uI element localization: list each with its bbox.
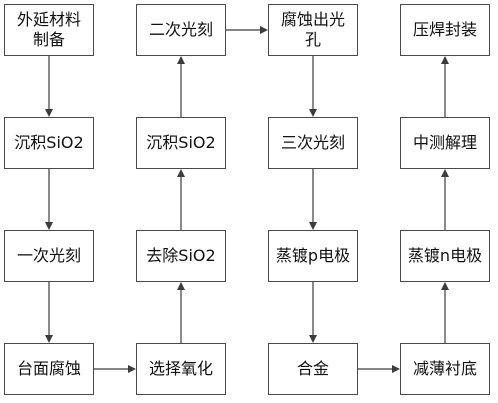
step-etch-light-aperture: 腐蚀出光 孔 <box>268 4 358 56</box>
arrowhead-s7-s8 <box>177 56 185 64</box>
arrowhead-s4-s5 <box>128 365 136 373</box>
step-second-lithography: 二次光刻 <box>136 4 226 56</box>
arrowhead-s15-s16 <box>441 56 449 64</box>
arrowhead-s6-s7 <box>177 169 185 177</box>
arrowhead-s14-s15 <box>441 169 449 177</box>
step-deposit-sio2-first: 沉积SiO2 <box>4 117 94 169</box>
step-deposit-sio2-second: 沉积SiO2 <box>136 117 226 169</box>
arrowhead-s12-s13 <box>392 365 400 373</box>
arrowhead-s10-s11 <box>309 222 317 230</box>
step-evaporate-p-electrode: 蒸镀p电极 <box>268 230 358 282</box>
step-remove-sio2: 去除SiO2 <box>136 230 226 282</box>
step-selective-oxidation: 选择氧化 <box>136 343 226 395</box>
step-first-lithography: 一次光刻 <box>4 230 94 282</box>
arrowhead-s8-s9 <box>260 26 268 34</box>
step-third-lithography: 三次光刻 <box>268 117 358 169</box>
step-alloy: 合金 <box>268 343 358 395</box>
arrowhead-s3-s4 <box>45 335 53 343</box>
arrowhead-s1-s2 <box>45 109 53 117</box>
step-mesa-etch: 台面腐蚀 <box>4 343 94 395</box>
step-test-cleave: 中测解理 <box>400 117 490 169</box>
step-thin-substrate: 减薄衬底 <box>400 343 490 395</box>
step-evaporate-n-electrode: 蒸镀n电极 <box>400 230 490 282</box>
arrowhead-s5-s6 <box>177 282 185 290</box>
arrowhead-s9-s10 <box>309 109 317 117</box>
arrowhead-s13-s14 <box>441 282 449 290</box>
step-epitaxial-material-prep: 外延材料 制备 <box>4 4 94 56</box>
step-bond-package: 压焊封装 <box>400 4 490 56</box>
arrowhead-s2-s3 <box>45 222 53 230</box>
arrowhead-s11-s12 <box>309 335 317 343</box>
